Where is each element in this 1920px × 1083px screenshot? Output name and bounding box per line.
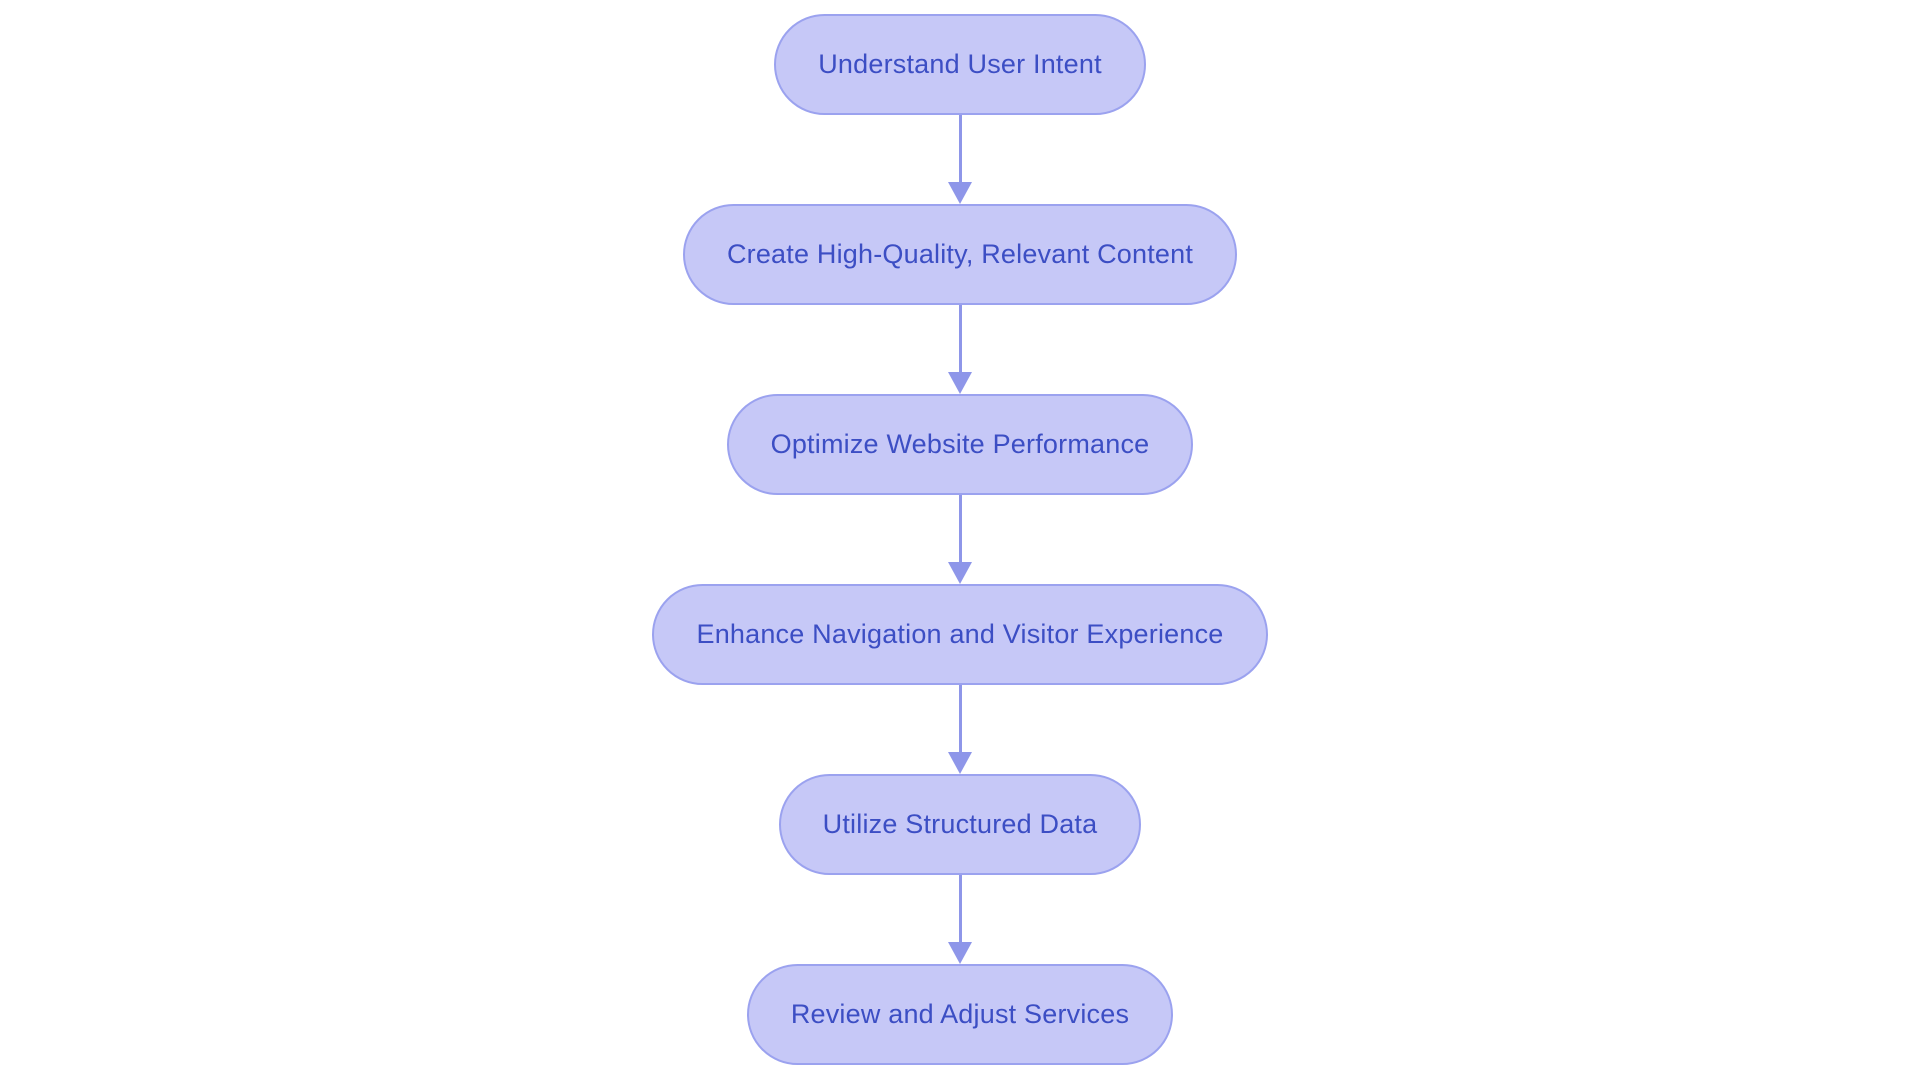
arrow-head-icon (948, 182, 972, 204)
arrow-head-icon (948, 562, 972, 584)
arrow-head-icon (948, 372, 972, 394)
arrow-stem (958, 305, 962, 372)
flow-node-create-content: Create High-Quality, Relevant Content (682, 204, 1238, 305)
arrow-head-icon (948, 752, 972, 774)
arrow-down-connector (947, 875, 973, 964)
flow-node-structured-data: Utilize Structured Data (778, 774, 1142, 875)
arrow-head-icon (948, 942, 972, 964)
flow-node-understand-user-intent: Understand User Intent (774, 14, 1146, 115)
arrow-down-connector (947, 305, 973, 394)
arrow-down-connector (947, 685, 973, 774)
arrow-stem (958, 495, 962, 562)
flow-node-enhance-navigation: Enhance Navigation and Visitor Experienc… (652, 584, 1268, 685)
arrow-down-connector (947, 495, 973, 584)
flow-node-review-adjust: Review and Adjust Services (746, 964, 1174, 1065)
arrow-stem (958, 115, 962, 182)
arrow-stem (958, 685, 962, 752)
arrow-stem (958, 875, 962, 942)
arrow-down-connector (947, 115, 973, 204)
flow-node-optimize-performance: Optimize Website Performance (726, 394, 1194, 495)
